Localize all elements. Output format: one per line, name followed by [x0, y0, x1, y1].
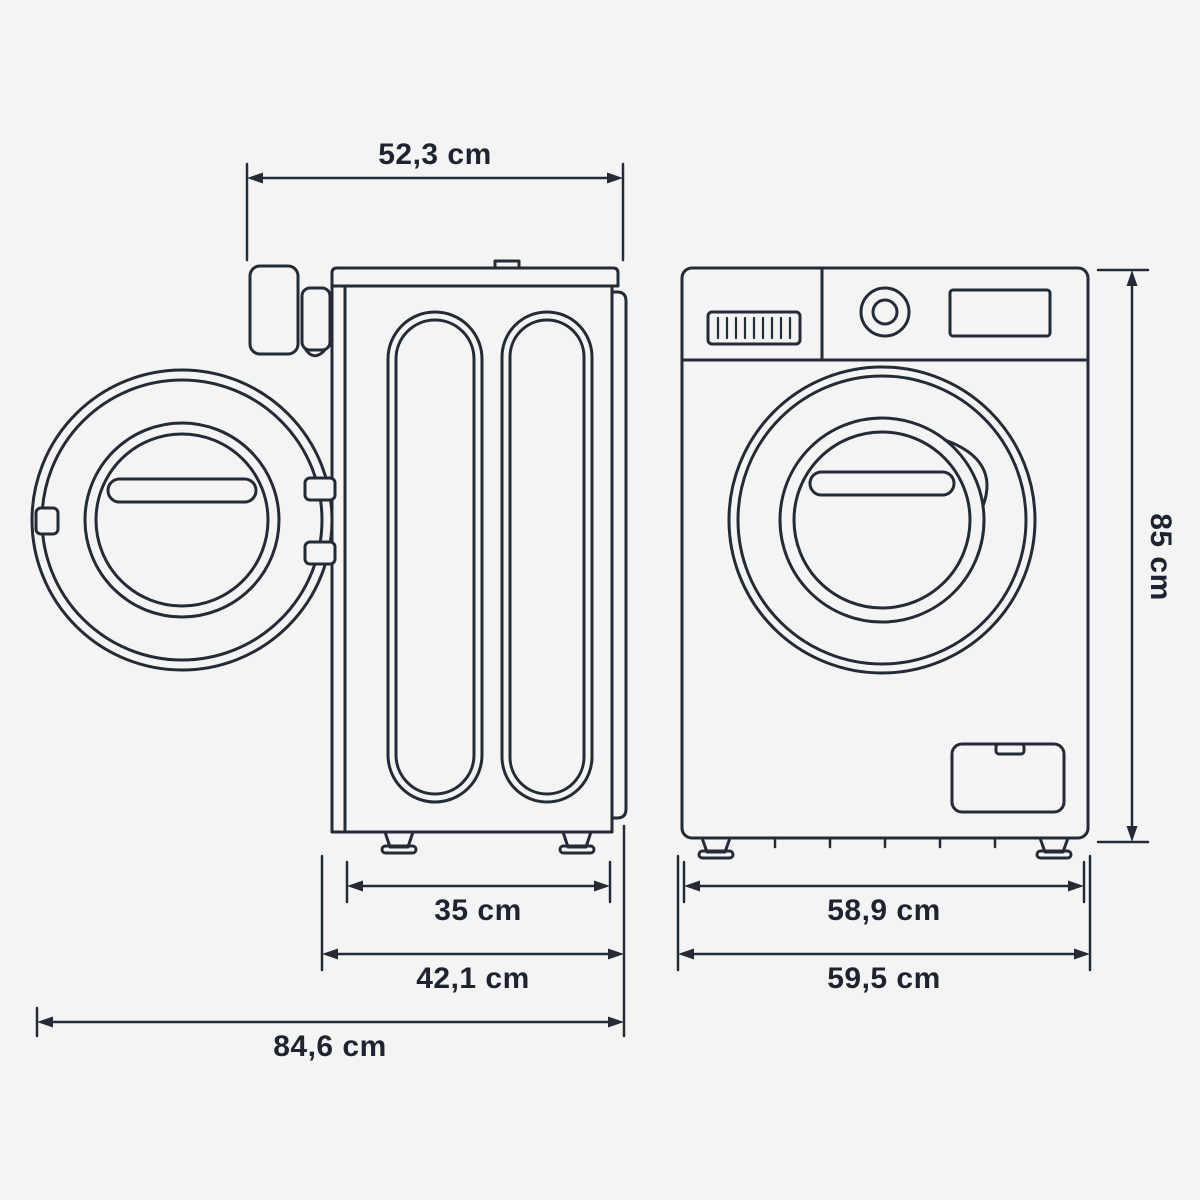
dimension-label-cabinet-depth: 42,1 cm	[416, 962, 530, 995]
front-detergent-drawer	[706, 310, 802, 346]
program-knob-inner	[871, 298, 899, 326]
dim-depth-door-open	[35, 1006, 624, 1038]
side-rear-panel	[610, 290, 628, 820]
washer-front-view	[680, 266, 1090, 860]
open-door-glass-inner	[94, 432, 270, 608]
dimension-lines	[35, 162, 1150, 1038]
dim-front-width-overall	[676, 854, 1092, 972]
door-hinge-top	[303, 476, 337, 502]
arrow-up-icon	[1126, 270, 1138, 286]
side-panel-stamping-left-outer	[386, 310, 484, 804]
dimension-label-top-depth: 52,3 cm	[378, 138, 492, 171]
dimension-label-front-width-inner: 58,9 cm	[827, 894, 941, 927]
arrow-right-icon	[608, 1016, 624, 1028]
dimension-label-base-depth: 35 cm	[434, 894, 522, 927]
dim-base-depth	[345, 860, 612, 904]
arrow-right-icon	[1068, 880, 1084, 892]
arrow-left-icon	[678, 948, 694, 960]
side-top-lid	[330, 266, 620, 288]
front-door-handle	[808, 470, 956, 497]
arrow-right-icon	[1074, 948, 1090, 960]
open-door-latch	[34, 506, 60, 536]
door-hinge-bottom	[303, 540, 337, 566]
side-panel-stamping-right-inner	[508, 318, 586, 796]
dimension-label-depth-door-open: 84,6 cm	[273, 1030, 387, 1063]
side-foot-front-base	[380, 844, 418, 855]
dim-top-depth	[245, 162, 625, 262]
dim-front-width-inner	[682, 860, 1086, 904]
washer-open-door	[30, 368, 337, 672]
dim-cabinet-depth	[320, 824, 626, 1038]
front-base-ticks	[773, 836, 997, 849]
dim-height	[1096, 268, 1150, 844]
front-door-glass-inner	[792, 430, 972, 610]
front-foot-left-base	[697, 849, 735, 860]
arrow-left-icon	[247, 172, 263, 184]
arrow-right-icon	[608, 948, 624, 960]
front-service-flap-tab	[994, 742, 1026, 756]
arrow-left-icon	[322, 948, 338, 960]
front-drawer-grip-ridges	[716, 316, 792, 340]
open-door-glass-outer	[83, 421, 281, 619]
open-door-outer-ring	[30, 368, 334, 672]
dimension-label-front-width-overall: 59,5 cm	[827, 962, 941, 995]
arrow-down-icon	[1126, 826, 1138, 842]
front-door-latch-notch	[943, 438, 989, 508]
front-door-outer-ring	[727, 365, 1037, 675]
washer-side-view	[248, 259, 628, 855]
program-knob-outer	[859, 286, 911, 338]
side-panel-stamping-left-inner	[394, 318, 476, 796]
front-door-outer-ring-inner	[736, 374, 1028, 666]
side-foot-rear-base	[558, 844, 596, 855]
arrow-left-icon	[684, 880, 700, 892]
side-detergent-drawer	[248, 264, 300, 356]
front-door-glass-outer	[778, 416, 986, 624]
arrow-left-icon	[37, 1016, 53, 1028]
open-door-handle	[106, 477, 258, 504]
side-drawer-bracket	[300, 286, 332, 352]
side-drawer-bracket-curve	[304, 348, 326, 358]
side-panel-stamping-right-outer	[500, 310, 594, 804]
arrow-right-icon	[607, 172, 623, 184]
front-foot-right-base	[1035, 849, 1073, 860]
front-display	[948, 288, 1052, 338]
dimension-label-height: 85 cm	[1144, 513, 1177, 601]
arrow-left-icon	[347, 880, 363, 892]
arrow-right-icon	[594, 880, 610, 892]
